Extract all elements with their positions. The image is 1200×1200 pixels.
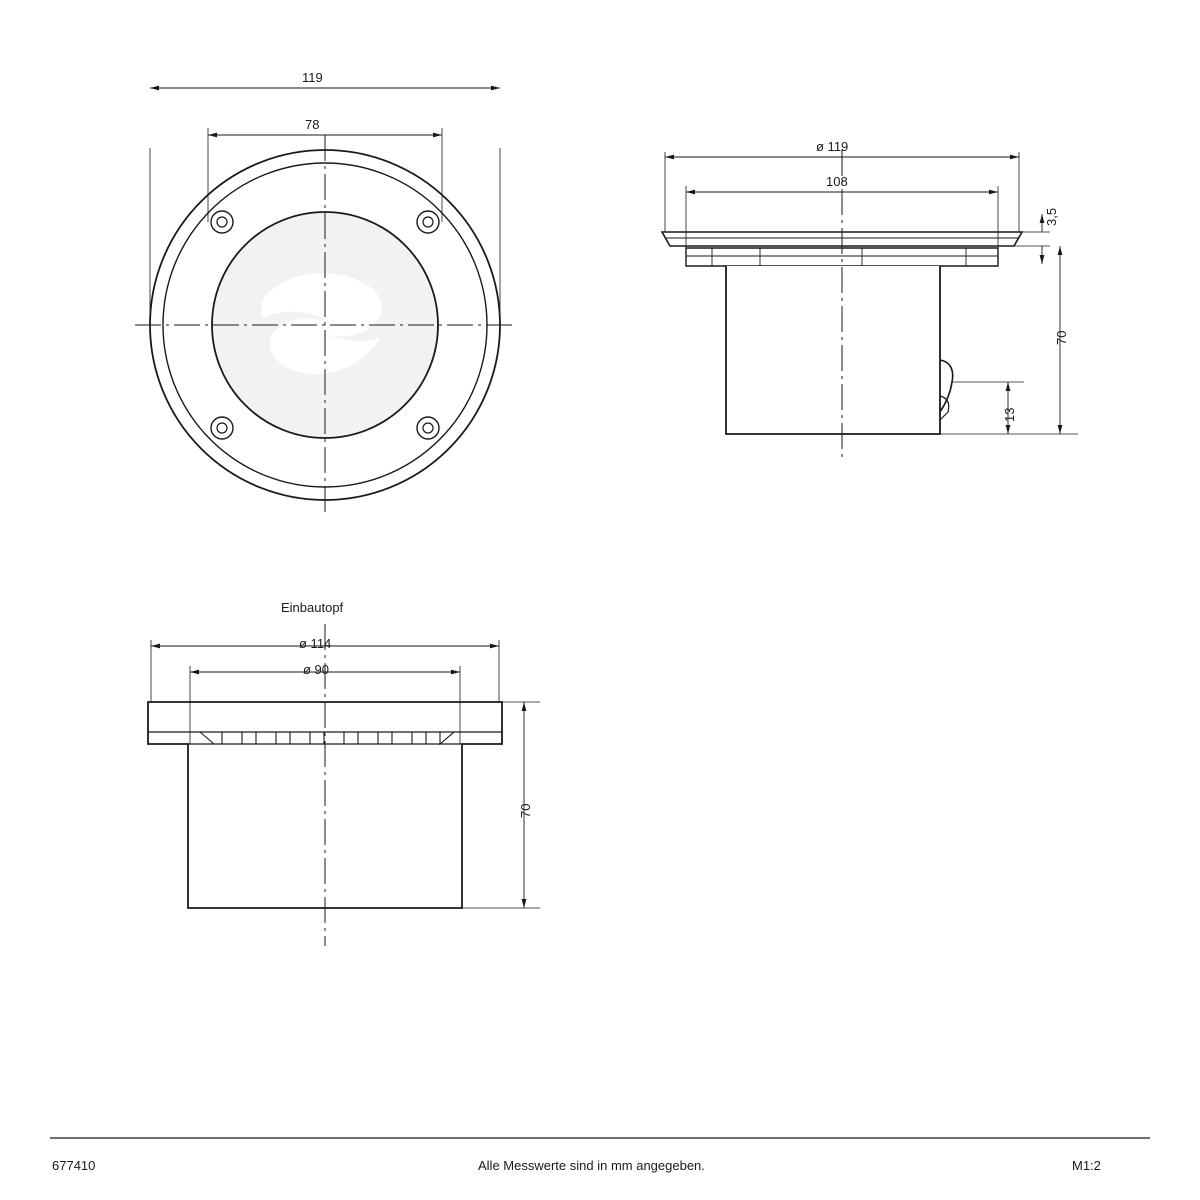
dimension-cable-entry-height	[952, 381, 1024, 434]
dimension-body-width	[685, 186, 999, 248]
label-outer-diameter: 119	[302, 70, 323, 85]
footer-article-number: 677410	[52, 1158, 96, 1173]
footer-note: Alle Messwerte sind in mm angegeben.	[478, 1158, 705, 1173]
section-view	[660, 150, 1078, 460]
section-collar	[685, 247, 999, 267]
top-view	[135, 85, 515, 515]
section-cable-gland	[939, 359, 954, 413]
top-view-screws	[210, 210, 440, 440]
dimension-flange-diameter	[664, 152, 1020, 232]
dimension-bolt-circle	[207, 128, 443, 222]
footer-scale: M1:2	[1072, 1158, 1101, 1173]
label-bolt-circle: 78	[305, 117, 320, 132]
brand-logo	[262, 273, 382, 375]
dimension-outer-diameter	[149, 85, 501, 325]
label-flange-thickness: 3,5	[1044, 207, 1059, 226]
label-flange-diameter: ø 119	[816, 139, 849, 154]
installation-pot-view	[147, 624, 540, 946]
dimension-total-height	[940, 246, 1078, 435]
label-total-height: 70	[1054, 330, 1069, 345]
dimension-pot-height	[462, 701, 540, 909]
pot-drainage-slots	[198, 731, 456, 746]
pot-view-caption: Einbautopf	[281, 600, 344, 615]
dimension-pot-flange-diameter	[150, 640, 500, 702]
label-pot-height: 70	[518, 803, 533, 818]
label-pot-inner-diameter: ø 90	[303, 662, 330, 677]
label-body-width: 108	[826, 174, 848, 189]
section-body	[725, 266, 941, 435]
label-cable-entry-height: 13	[1002, 407, 1017, 422]
label-pot-flange-diameter: ø 114	[299, 636, 332, 651]
dimension-flange-thickness	[1014, 214, 1050, 264]
dimension-pot-inner-diameter	[189, 666, 461, 744]
